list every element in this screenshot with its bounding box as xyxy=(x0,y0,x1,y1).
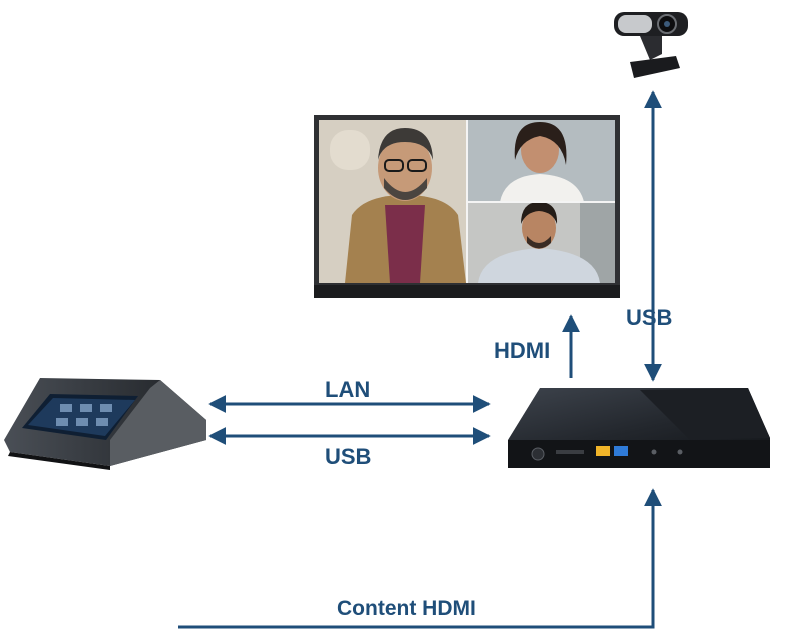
participant-video-top xyxy=(467,120,615,202)
hdmi-label: HDMI xyxy=(494,338,551,363)
content-hdmi-label: Content HDMI xyxy=(337,597,476,620)
display-icon xyxy=(314,115,620,298)
participant-video-bottom xyxy=(467,202,615,283)
content-hdmi-arrow xyxy=(178,488,662,629)
usb-touch-label: USB xyxy=(325,444,372,469)
webcam-icon xyxy=(614,12,688,78)
usb-camera-label: USB xyxy=(626,305,673,330)
touch-panel-icon xyxy=(4,378,206,470)
participant-video-main xyxy=(319,120,467,283)
compute-box-icon xyxy=(508,388,770,468)
lan-label: LAN xyxy=(325,377,371,402)
connection-lines xyxy=(178,90,662,629)
